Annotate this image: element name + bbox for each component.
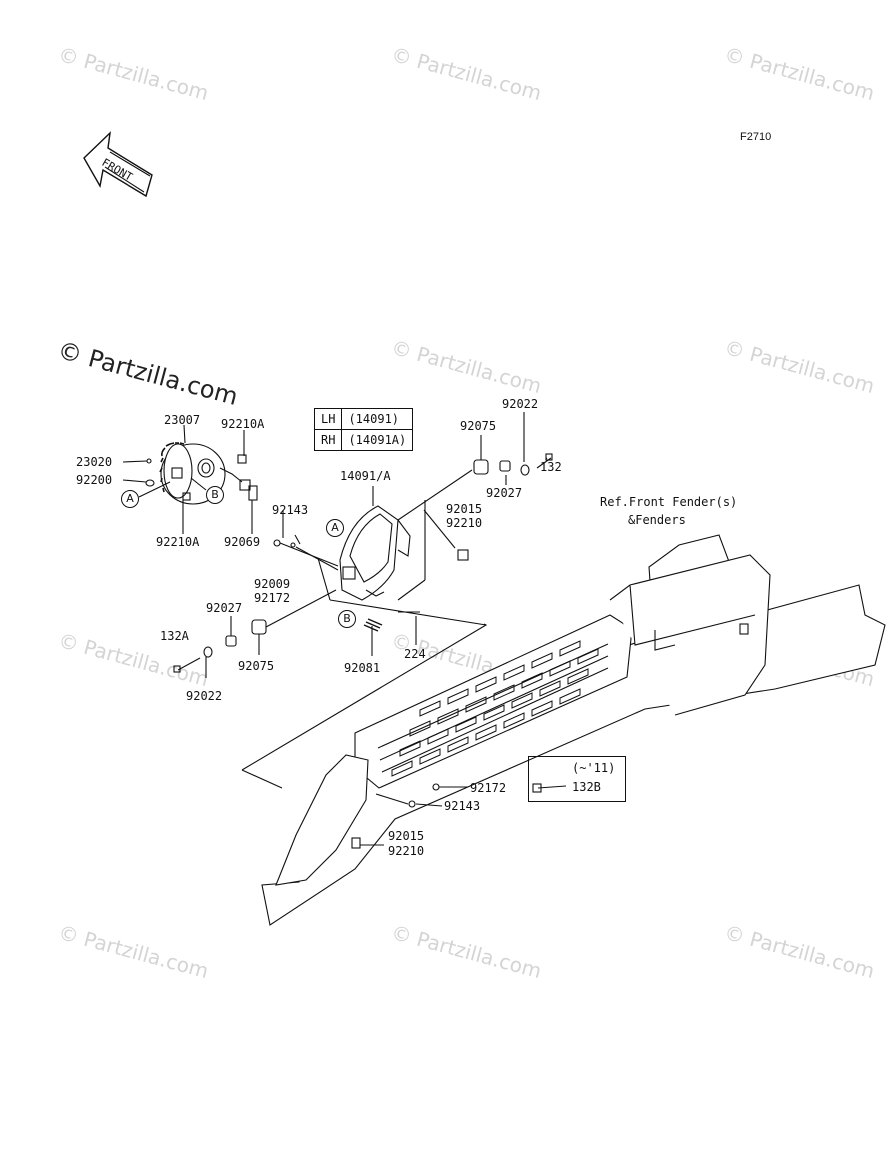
grille-slats-icon [391, 640, 599, 777]
part-label: 92172 [470, 781, 507, 795]
part-label: 92210A [221, 417, 265, 431]
part-label: 92027 [486, 486, 523, 500]
front-arrow-icon [83, 131, 153, 198]
callout-b: B [338, 610, 356, 628]
part-label: 92075 [460, 419, 497, 433]
year-note-part: 132B [572, 780, 601, 794]
variant-part: (14091) [341, 408, 414, 430]
callout-b: B [206, 486, 224, 504]
table-row: LH (14091) [313, 408, 414, 430]
part-label: 92069 [224, 535, 261, 549]
part-label: 92027 [206, 601, 243, 615]
part-label: 92022 [186, 689, 223, 703]
part-label: 23007 [164, 413, 201, 427]
part-label: 224 [404, 647, 426, 661]
figure-code: F2710 [740, 131, 772, 143]
variant-table: LH (14091) RH (14091A) [313, 408, 414, 451]
part-label: 132 [540, 460, 562, 474]
ref-note-line1: Ref.Front Fender(s) [600, 495, 738, 509]
part-label: 92143 [272, 503, 309, 517]
callout-a: A [326, 519, 344, 537]
part-label: 23020 [76, 455, 113, 469]
part-label: 92210 [388, 844, 425, 858]
part-label: 92015 [446, 502, 483, 516]
part-label: 92200 [76, 473, 113, 487]
headlight-icon [145, 442, 258, 505]
part-label: 92081 [344, 661, 381, 675]
part-label: 92009 [254, 577, 291, 591]
part-label: 92015 [388, 829, 425, 843]
part-label: 92075 [238, 659, 275, 673]
part-label: 92210A [156, 535, 200, 549]
year-note-box [528, 756, 626, 802]
part-label: 92172 [254, 591, 291, 605]
part-label: 92022 [502, 397, 539, 411]
front-grille-icon [261, 534, 886, 926]
headlight-bracket-icon [339, 486, 411, 601]
callout-a: A [121, 490, 139, 508]
part-label: 92210 [446, 516, 483, 530]
variant-side: RH [313, 429, 343, 451]
hardware-upper-icon [457, 453, 553, 561]
variant-part: (14091A) [341, 429, 414, 451]
ref-note-line2: &Fenders [628, 513, 686, 527]
part-label: 132A [160, 629, 189, 643]
year-note-range: (~'11) [572, 761, 616, 775]
table-row: RH (14091A) [313, 429, 414, 451]
part-label: 14091/A [340, 469, 391, 483]
part-label: 92143 [444, 799, 481, 813]
variant-side: LH [313, 408, 343, 430]
